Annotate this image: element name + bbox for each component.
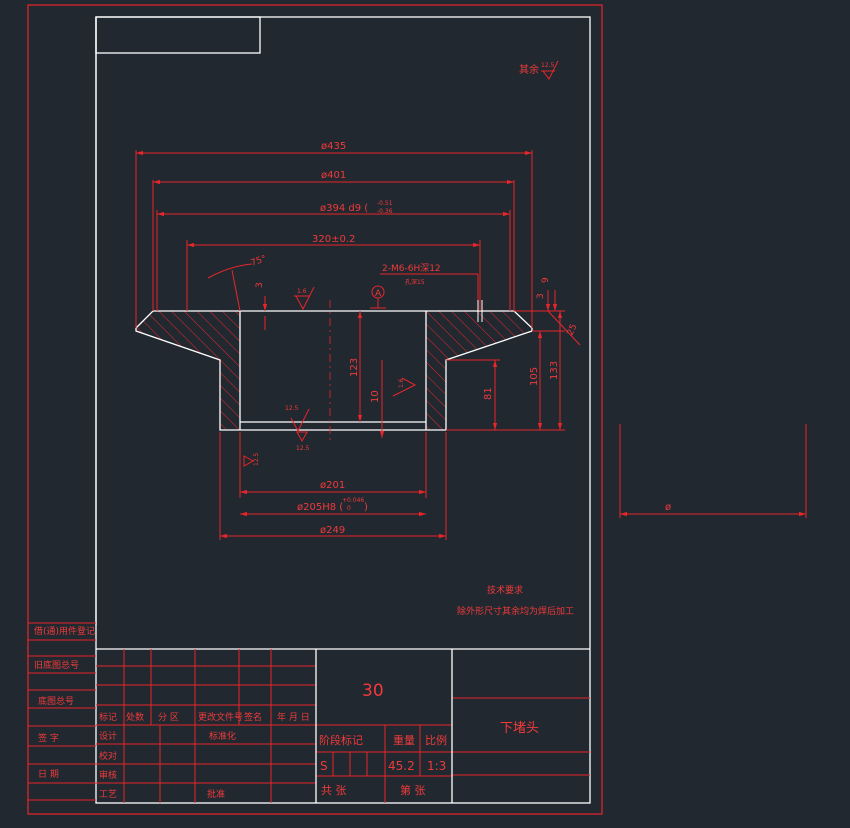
drawing-frame <box>27 4 603 815</box>
weight-label: 重量 <box>393 733 415 747</box>
dim-v3b: 3 <box>536 293 546 299</box>
row-label-check: 校对 <box>99 750 117 762</box>
row-label-process: 工艺 <box>99 789 117 800</box>
left-label-1: 旧底图总号 <box>34 659 79 671</box>
roughness-note: 其余 <box>519 63 539 76</box>
roughness-r5: 12.5 <box>253 452 260 466</box>
dim-angle: 75° <box>250 254 268 269</box>
roughness-symbols <box>243 60 559 467</box>
roughness-note-value: 12.5 <box>541 62 555 69</box>
scale-value: 1:3 <box>427 759 446 773</box>
hatch-right <box>426 311 532 430</box>
scale-label: 比例 <box>425 733 447 747</box>
dim-thread: 2-M6-6H深12 <box>382 263 441 274</box>
material-label: 30 <box>362 681 384 701</box>
dim-d435: ø435 <box>321 141 346 152</box>
weight-value: 45.2 <box>388 759 415 773</box>
dim-v81: 81 <box>483 387 494 400</box>
header-cell-4: 签名 <box>244 711 262 723</box>
dim-d205-tol-upper: +0.046 <box>342 497 364 504</box>
dim-v10: 10 <box>370 390 381 403</box>
dim-v9: 9 <box>541 277 551 283</box>
header-cell-1: 处数 <box>126 711 144 723</box>
side-view <box>619 424 807 518</box>
dim-v123: 123 <box>349 358 360 377</box>
dim-v3: 3 <box>255 282 265 288</box>
left-label-0: 借(通)用件登记 <box>34 625 95 637</box>
dim-d394-tol-upper: -0.51 <box>377 200 393 207</box>
left-label-2: 底图总号 <box>38 695 74 707</box>
dim-v25: 25 <box>566 323 580 338</box>
stage-value: S <box>320 759 328 773</box>
datum-label: A <box>375 289 382 299</box>
roughness-r4: 12.5 <box>296 445 310 452</box>
hatch-left <box>136 311 240 430</box>
dim-d401: ø401 <box>321 170 346 181</box>
dim-d205-close: ) <box>364 502 368 513</box>
title-block <box>96 648 590 803</box>
dim-w320: 320±0.2 <box>312 234 355 245</box>
sheets-total: 共 张 <box>321 784 347 797</box>
roughness-r3: 12.5 <box>285 405 299 412</box>
header-cell-0: 标记 <box>99 711 117 723</box>
std-label: 标准化 <box>209 730 236 742</box>
dim-d205-tol-lower: 0 <box>347 505 351 512</box>
dim-v133: 133 <box>549 361 560 380</box>
left-label-3: 签 字 <box>38 732 59 744</box>
side-view-phi: ø <box>665 502 671 513</box>
dim-d201: ø201 <box>320 480 345 491</box>
left-side-block <box>28 622 96 801</box>
part-section-view <box>135 300 533 440</box>
sheet-number: 第 张 <box>400 783 426 797</box>
dim-v105: 105 <box>529 367 540 386</box>
approve-label: 批准 <box>207 788 225 800</box>
dim-thread-sub: 孔深15 <box>405 278 425 286</box>
header-cell-3: 更改文件号 <box>198 711 243 723</box>
row-label-review: 审核 <box>99 769 117 781</box>
dim-d394: ø394 d9 ( <box>320 203 368 214</box>
dim-d394-tol-lower: -0.36 <box>377 208 393 215</box>
header-cell-5: 年 月 日 <box>277 711 310 723</box>
dim-d205: ø205H8 ( <box>297 502 343 513</box>
tech-req-text: 除外形尺寸其余均为焊后加工 <box>457 605 574 617</box>
row-label-design: 设计 <box>99 730 117 742</box>
stage-label: 阶段标记 <box>319 733 363 747</box>
part-name: 下堵头 <box>500 721 539 736</box>
tech-req-title: 技术要求 <box>487 584 523 596</box>
dim-d249: ø249 <box>320 525 345 536</box>
dimension-lines <box>135 150 581 540</box>
roughness-r2: 1.6 <box>398 378 405 388</box>
roughness-r1: 1.6 <box>297 288 307 295</box>
left-label-4: 日 期 <box>38 769 59 780</box>
header-cell-2: 分 区 <box>158 712 179 723</box>
